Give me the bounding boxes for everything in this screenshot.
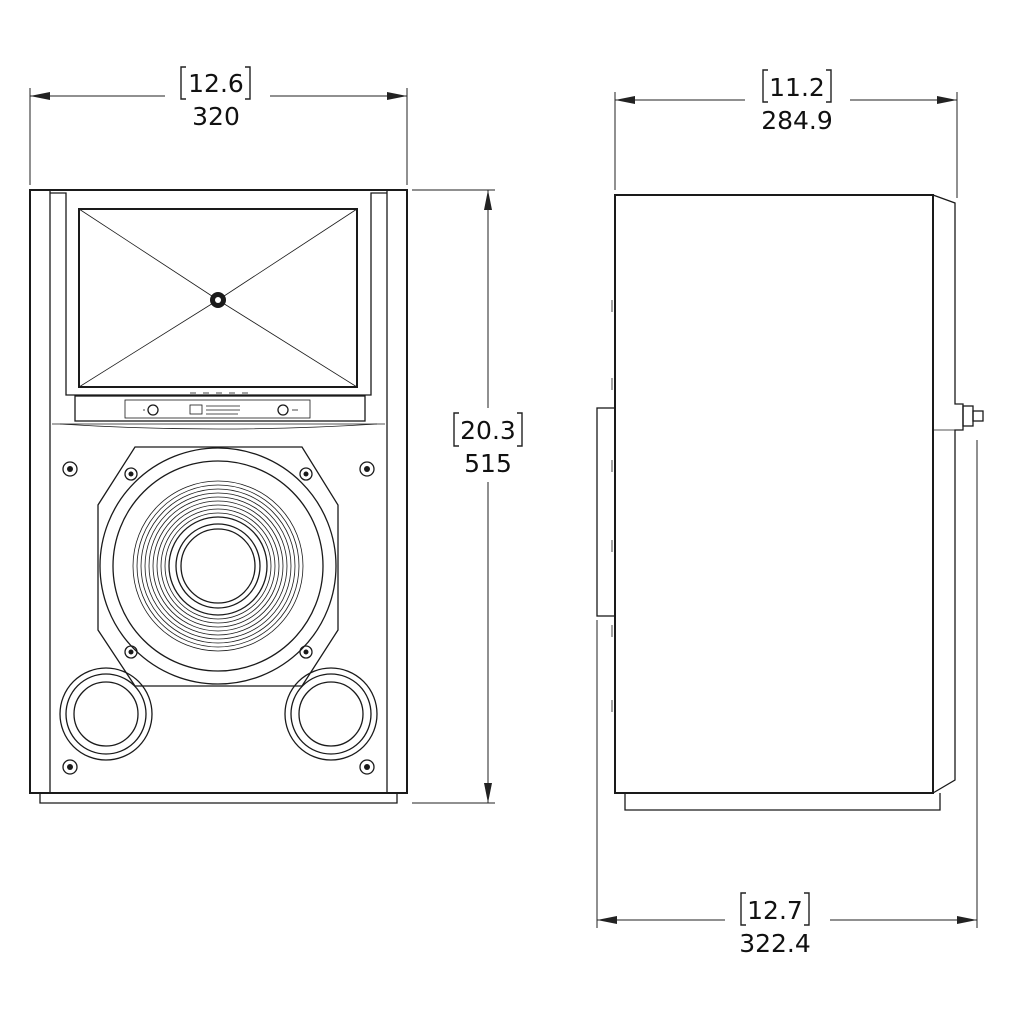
side-depth-top-inch: 11.2: [769, 73, 825, 102]
front-height-mm: 515: [464, 449, 512, 478]
level-knob-icon: [147, 404, 159, 416]
rear-panel-plate: [596, 407, 616, 617]
front-view: [29, 189, 408, 804]
side-depth-bottom-dimension: 12.7 322.4: [596, 440, 978, 958]
horn-bezel: [50, 192, 387, 396]
front-width-dimension: 12.6 320: [29, 66, 408, 185]
front-width-mm: 320: [192, 102, 240, 131]
woofer-dustcap: [180, 528, 256, 604]
control-strip: [74, 395, 366, 422]
woofer: [97, 446, 339, 687]
mode-knob-icon: [277, 404, 289, 416]
side-view: [596, 194, 984, 811]
side-cabinet-outline: [614, 194, 934, 794]
front-height-inch: 20.3: [460, 416, 516, 445]
left-bass-port: [59, 667, 153, 761]
side-depth-bottom-inch: 12.7: [747, 896, 803, 925]
right-bass-port: [284, 667, 378, 761]
front-height-dimension: 20.3 515: [412, 189, 523, 804]
front-screw-icons: [62, 461, 375, 775]
side-control-knob-icon: [962, 405, 974, 427]
side-depth-top-mm: 284.9: [761, 106, 833, 135]
side-depth-bottom-mm: 322.4: [739, 929, 811, 958]
front-width-inch: 12.6: [188, 69, 244, 98]
side-base: [624, 793, 941, 811]
side-baffle: [932, 194, 964, 794]
side-depth-top-dimension: 11.2 284.9: [614, 69, 958, 198]
horn-mouth: [78, 208, 358, 388]
front-base: [39, 793, 398, 804]
control-panel: [124, 399, 311, 419]
brand-logo-icon: [189, 404, 203, 415]
front-cabinet-outline: [29, 189, 408, 794]
